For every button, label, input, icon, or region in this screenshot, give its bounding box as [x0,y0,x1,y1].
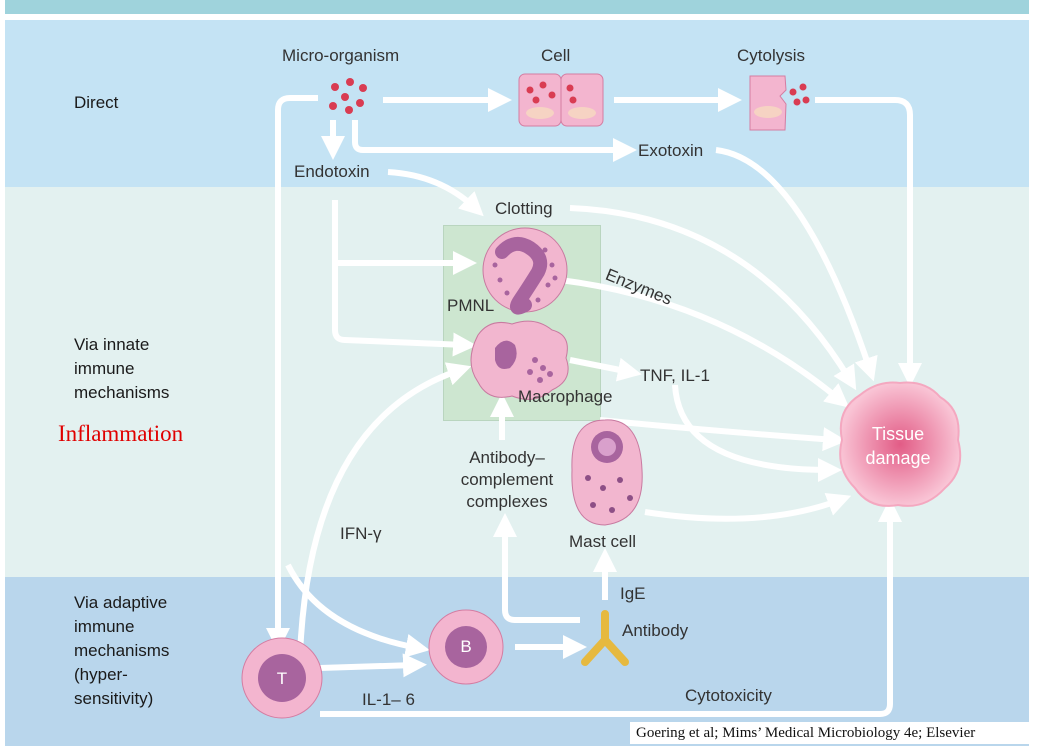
arrow-t-b [319,653,427,678]
tissue-damage-icon [839,381,962,507]
arrow-upper-b [285,563,430,658]
arrow-pmnl-tissue [559,277,850,408]
arrow-clotting-tissue [569,205,857,391]
arrow-tnf-tissue [672,384,842,482]
antibody-icon [581,610,629,666]
label-cytotoxicity: Cytotoxicity [685,686,772,705]
band-direct [5,20,1029,187]
arrow-endotoxin-clotting [387,169,484,217]
arrow-cytolysis-tissue [815,97,922,387]
label-tissue-damage: Tissue damage [848,422,948,470]
section-adaptive-line: (hyper- [74,665,128,684]
inflammation-label: Inflammation [58,421,184,446]
label-il16: IL-1– 6 [362,690,415,709]
label-clotting: Clotting [495,199,553,218]
pmnl-icon [482,227,568,315]
b-cell-icon [428,609,504,685]
arrow-microorganism-t [266,95,318,652]
section-innate-line: mechanisms [74,383,170,402]
label-tissue-damage-line: damage [865,448,931,468]
arrow-macrophage-tnf [569,357,642,382]
band-adaptive [5,577,1029,746]
section-adaptive-line: sensitivity) [74,689,154,708]
label-t-cell: T [276,669,288,688]
label-micro-organism: Micro-organism [282,46,400,65]
arrow-macrophage-tissue [599,417,847,452]
label-b-cell: B [460,637,472,656]
section-adaptive-line: mechanisms [74,641,170,660]
label-pmnl: PMNL [447,296,495,315]
label-ifn: IFN-γ [340,524,382,543]
label-antibody-complement: Antibody– complement complexes [452,447,562,513]
label-antibody-complement-line: Antibody– [469,448,545,467]
label-antibody: Antibody [622,621,689,640]
mast-cell-icon [571,419,643,526]
label-antibody-complement-line: complexes [466,492,548,511]
microorganism-icon [329,78,367,114]
top-strip [5,0,1029,14]
arrow-endotoxin-pmnl [332,200,477,357]
label-macrophage: Macrophage [518,387,613,406]
t-cell-icon [241,637,323,719]
section-innate-line: Via innate [74,335,150,354]
arrow-mast-tissue [644,492,852,522]
arrow-exotoxin-tissue [715,147,878,382]
arrow-microorganism-exotoxin [352,120,637,162]
macrophage-icon [470,320,569,400]
label-antibody-complement-line: complement [460,470,554,489]
section-adaptive: Via adaptive immune mechanisms (hyper- s… [74,591,169,711]
label-mast-cell: Mast cell [569,532,637,551]
label-endotoxin: Endotoxin [294,162,370,181]
label-tissue-damage-line: Tissue [871,424,925,444]
label-cell: Cell [541,46,571,65]
label-exotoxin: Exotoxin [638,141,704,160]
section-innate: Via innate immune mechanisms [74,333,169,405]
section-innate-line: immune [74,359,135,378]
label-ige: IgE [620,584,646,603]
arrow-antibody-complexes [493,513,580,623]
source-credit: Goering et al; Mims’ Medical Microbiolog… [630,722,1030,744]
label-tnf: TNF, IL-1 [640,366,710,385]
label-cytolysis: Cytolysis [737,46,806,65]
cell-icon [518,73,604,127]
arrow-cytotoxicity [320,498,902,717]
section-adaptive-line: immune [74,617,135,636]
section-adaptive-line: Via adaptive [74,593,168,612]
section-direct: Direct [74,93,119,112]
cytolysis-icon [749,75,810,131]
